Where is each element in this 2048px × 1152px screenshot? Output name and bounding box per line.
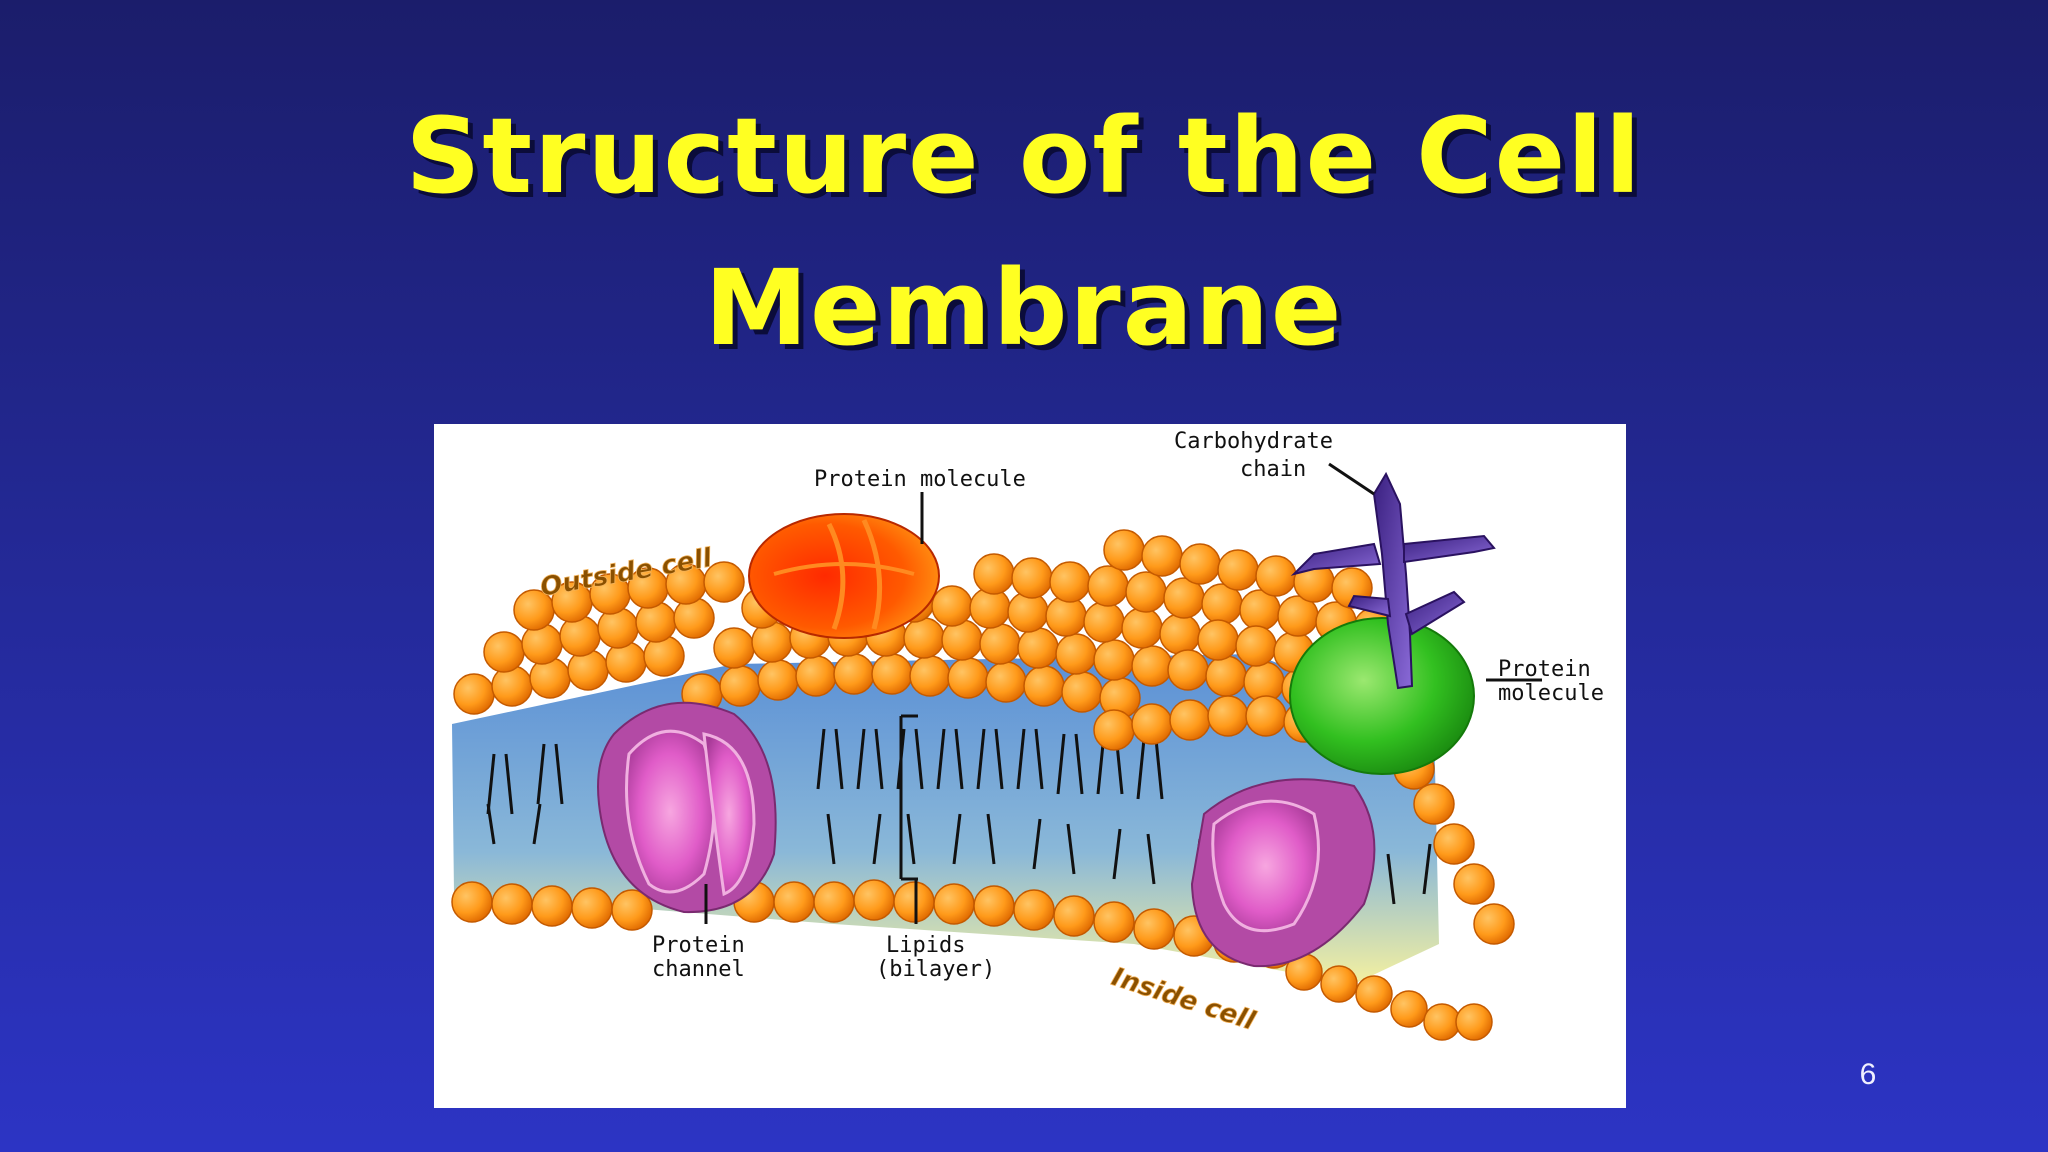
label-protein-channel-line1: Protein	[652, 933, 745, 958]
slide-title-line-2: Membrane	[704, 247, 1344, 369]
protein-molecule-top	[748, 513, 940, 639]
cell-membrane-diagram: Protein molecule Carbohydrate chain Outs…	[451, 429, 1604, 1041]
label-lipids-line2: (bilayer)	[876, 957, 995, 982]
protein-molecule-right	[1289, 617, 1475, 775]
label-carbohydrate-line1: Carbohydrate	[1174, 429, 1333, 454]
slide-number: 6	[1859, 1058, 1877, 1091]
label-protein-molecule-top: Protein molecule	[814, 467, 1026, 492]
label-protein-molecule-right-line2: molecule	[1498, 681, 1604, 706]
protein-channel-right	[1190, 778, 1376, 968]
lipid-heads-outer	[453, 529, 1429, 755]
leader-lines	[704, 462, 1542, 924]
protein-channel-left	[597, 701, 777, 914]
slide-title-line-1: Structure of the Cell	[405, 95, 1643, 217]
carbohydrate-chain	[1290, 471, 1496, 690]
slide-title: Structure of the Cell Membrane	[0, 80, 2048, 384]
label-protein-channel-line2: channel	[652, 957, 745, 982]
cell-membrane-figure: Protein molecule Carbohydrate chain Outs…	[434, 424, 1626, 1108]
label-inside-cell: Inside cell	[1108, 962, 1260, 1037]
label-carbohydrate-line2: chain	[1240, 457, 1306, 482]
label-lipids-line1: Lipids	[886, 933, 965, 958]
label-protein-molecule-right-line1: Protein	[1498, 657, 1591, 682]
